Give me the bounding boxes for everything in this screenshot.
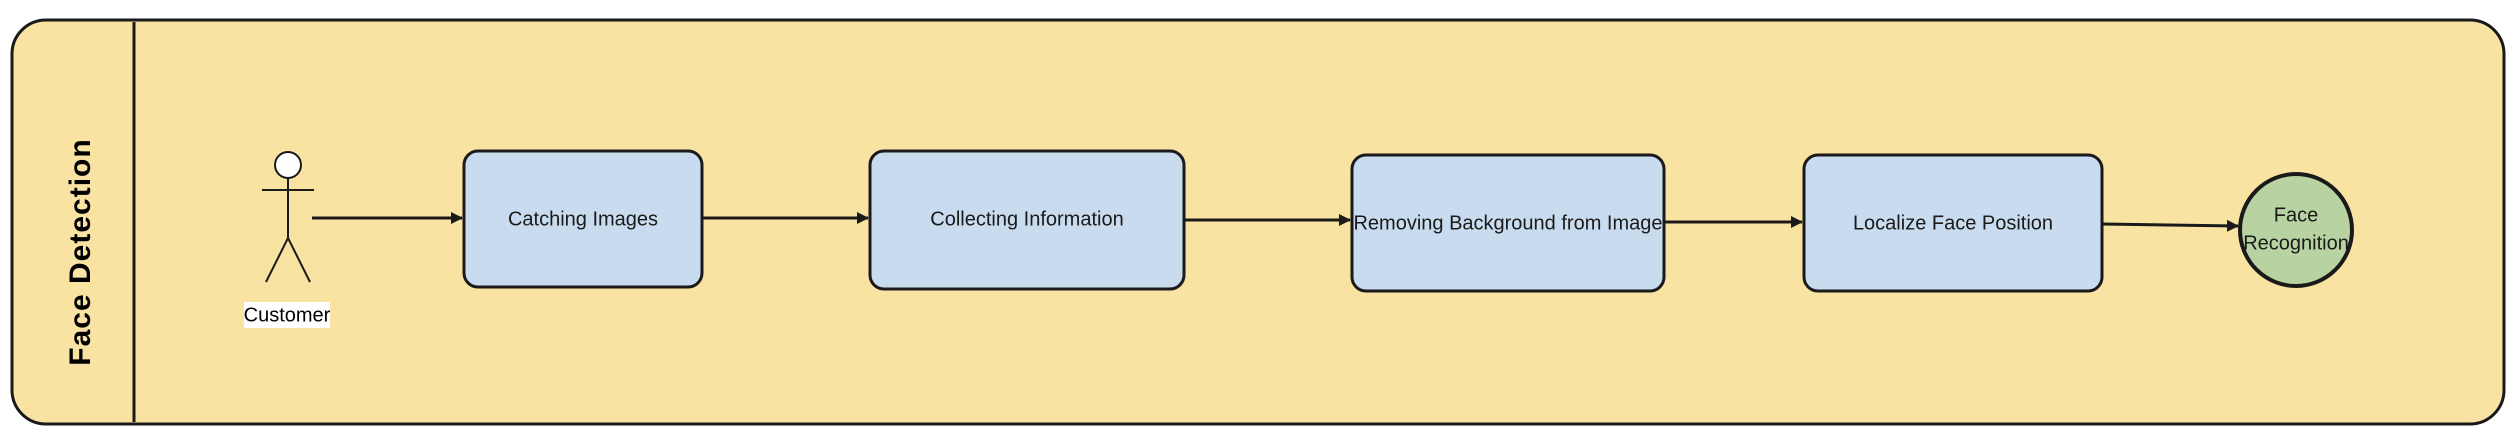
process-step[interactable]: Collecting Information xyxy=(868,149,1186,291)
process-step[interactable]: Localize Face Position xyxy=(1802,153,2104,293)
process-step-label: Collecting Information xyxy=(930,208,1123,230)
stick-figure-icon xyxy=(262,151,314,283)
end-node-label-line1: Face xyxy=(2274,204,2318,226)
process-step[interactable]: Removing Background from Image xyxy=(1350,153,1666,293)
end-node-label-line2: Recognition xyxy=(2243,232,2349,254)
end-node[interactable]: Face Recognition xyxy=(2238,172,2354,288)
actor-label-bg xyxy=(244,302,330,328)
process-step[interactable]: Catching Images xyxy=(462,149,704,289)
process-step-label: Localize Face Position xyxy=(1853,212,2053,234)
process-step-label: Removing Background from Image xyxy=(1353,212,1662,234)
actor-label: Customer xyxy=(244,304,331,326)
pool-container xyxy=(10,18,2506,426)
process-step-label: Catching Images xyxy=(508,208,658,230)
pool-title: Face Detection xyxy=(64,138,97,365)
flow-arrow xyxy=(2101,219,2239,232)
